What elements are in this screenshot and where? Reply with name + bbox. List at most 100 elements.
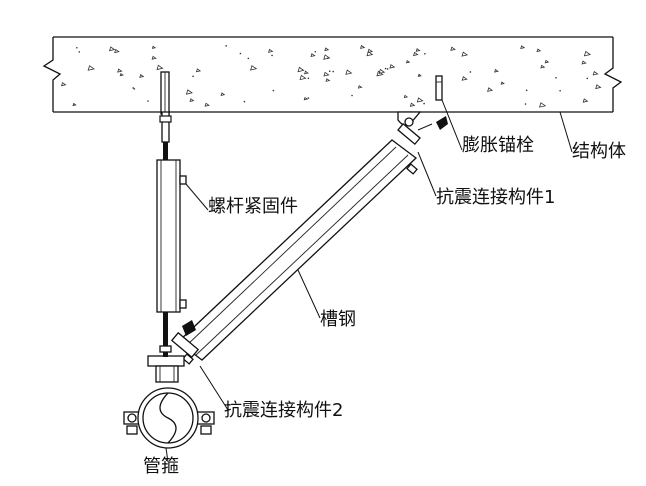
label-seismic-connector-2: 抗震连接构件2	[224, 400, 343, 421]
aggregate-triangle	[583, 50, 592, 57]
aggregate-triangle	[156, 64, 164, 71]
aggregate-dot	[351, 94, 353, 97]
aggregate-triangle	[250, 65, 258, 71]
aggregate-triangle	[540, 64, 546, 69]
aggregate-triangle	[204, 102, 210, 107]
anchor-bolt-right	[435, 75, 443, 101]
aggregate-triangle	[544, 59, 550, 64]
aggregate-triangle	[450, 46, 456, 51]
aggregate-dot	[133, 88, 136, 90]
aggregate-dot	[243, 100, 246, 103]
label-channel-steel: 槽钢	[320, 309, 356, 330]
aggregate-dot	[147, 100, 149, 102]
aggregate-triangle	[366, 51, 374, 57]
concrete-aggregate	[61, 44, 602, 108]
aggregate-triangle	[303, 96, 309, 101]
channel-steel-brace	[176, 139, 418, 361]
aggregate-triangle	[119, 72, 124, 77]
aggregate-triangle	[151, 45, 157, 49]
aggregate-dot	[192, 75, 194, 78]
aggregate-dot	[247, 57, 250, 60]
aggregate-triangle	[581, 60, 587, 65]
leader-lines	[165, 99, 573, 463]
aggregate-dot	[76, 46, 78, 49]
aggregate-triangle	[378, 68, 386, 74]
aggregate-dot	[314, 50, 317, 53]
aggregate-triangle	[297, 66, 305, 73]
aggregate-triangle	[109, 46, 116, 52]
aggregate-triangle	[151, 55, 157, 60]
aggregate-triangle	[114, 48, 120, 54]
aggregate-triangle	[417, 73, 422, 78]
hanger-rod	[156, 111, 187, 353]
aggregate-dot	[559, 89, 561, 92]
aggregate-dot	[307, 97, 310, 99]
aggregate-dot	[525, 89, 528, 92]
aggregate-triangle	[409, 102, 416, 107]
aggregate-triangle	[520, 45, 526, 50]
label-anchor-bolt: 膨胀锚栓	[462, 135, 534, 156]
aggregate-triangle	[325, 78, 331, 82]
aggregate-triangle	[367, 48, 374, 54]
label-pipe-clamp: 管箍	[143, 456, 179, 477]
aggregate-dot	[332, 70, 335, 73]
aggregate-triangle	[595, 84, 602, 90]
aggregate-dot	[78, 51, 81, 53]
aggregate-triangle	[461, 51, 469, 57]
aggregate-triangle	[360, 44, 366, 49]
aggregate-triangle	[185, 89, 193, 95]
aggregate-triangle	[487, 87, 494, 92]
aggregate-triangle	[403, 94, 409, 99]
aggregate-triangle	[189, 98, 195, 102]
aggregate-triangle	[582, 98, 589, 103]
aggregate-triangle	[324, 47, 330, 52]
aggregate-dot	[424, 52, 426, 55]
aggregate-triangle	[592, 70, 599, 76]
aggregate-dot	[307, 77, 310, 80]
aggregate-triangle	[413, 51, 419, 57]
aggregate-triangle	[117, 68, 123, 73]
aggregate-triangle	[310, 53, 316, 58]
aggregate-dot	[384, 67, 387, 70]
pipe-clamp	[123, 352, 215, 449]
aggregate-triangle	[357, 85, 363, 89]
aggregate-triangle	[415, 48, 421, 52]
aggregate-dot	[386, 68, 389, 70]
aggregate-triangle	[323, 54, 331, 60]
label-structure: 结构体	[572, 141, 626, 162]
aggregate-dot	[469, 71, 472, 73]
aggregate-dot	[271, 54, 273, 57]
aggregate-triangle	[494, 68, 499, 73]
aggregate-dot	[328, 70, 331, 73]
aggregate-dot	[423, 102, 425, 105]
aggregate-triangle	[139, 73, 145, 78]
aggregate-triangle	[72, 102, 77, 107]
aggregate-dot	[524, 103, 527, 105]
aggregate-dot	[555, 76, 557, 79]
aggregate-triangle	[500, 81, 505, 85]
seismic-connector-2	[170, 320, 200, 365]
aggregate-dot	[132, 87, 135, 89]
aggregate-triangle	[376, 70, 384, 77]
aggregate-triangle	[536, 48, 542, 53]
aggregate-triangle	[87, 65, 95, 71]
aggregate-triangle	[389, 64, 396, 69]
aggregate-triangle	[539, 102, 547, 108]
aggregate-triangle	[405, 59, 411, 64]
aggregate-triangle	[268, 48, 274, 53]
label-rod-fastener: 螺杆紧固件	[208, 196, 298, 217]
aggregate-triangle	[61, 82, 67, 87]
aggregate-triangle	[299, 74, 307, 81]
concrete-slab	[42, 36, 623, 113]
aggregate-triangle	[323, 71, 330, 77]
aggregate-triangle	[220, 92, 226, 96]
aggregate-triangle	[461, 76, 468, 81]
aggregate-triangle	[345, 69, 353, 75]
aggregate-triangle	[195, 68, 202, 73]
aggregate-triangle	[416, 97, 424, 103]
anchor-bolt-left	[160, 71, 170, 115]
seismic-connector-1	[397, 111, 448, 175]
aggregate-dot	[272, 89, 275, 92]
aggregate-dot	[586, 77, 589, 80]
